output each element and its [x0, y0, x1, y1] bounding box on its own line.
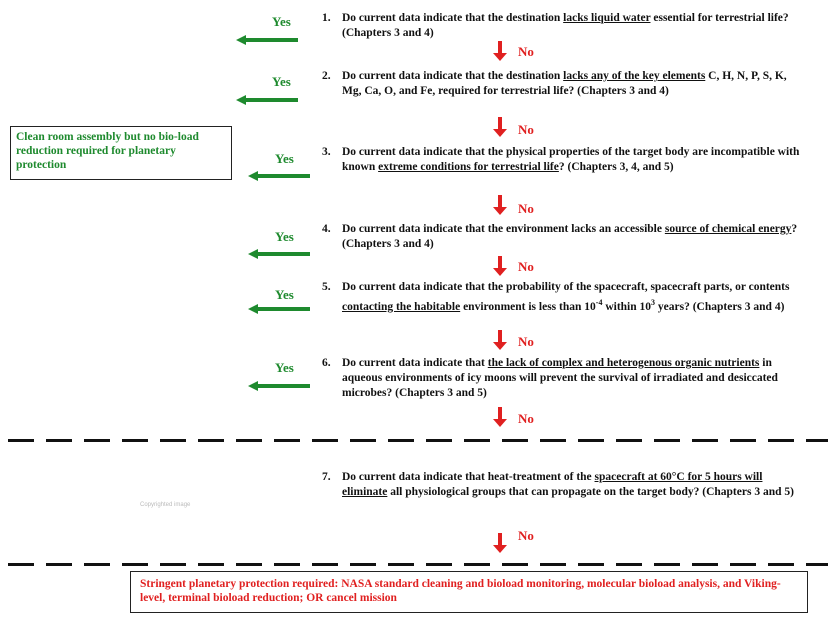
yes-label: Yes: [275, 151, 294, 166]
question-7: 7. Do current data indicate that heat-tr…: [322, 470, 807, 500]
question-3: 3. Do current data indicate that the phy…: [322, 145, 807, 175]
question-6: 6. Do current data indicate that the lac…: [322, 356, 807, 401]
dashed-divider: [8, 439, 828, 442]
left-arrow-icon: [248, 304, 310, 314]
question-text: Do current data indicate that the destin…: [342, 11, 807, 41]
no-label: No: [518, 44, 534, 59]
yes-label: Yes: [275, 360, 294, 375]
outcome-stringent-protection: Stringent planetary protection required:…: [130, 571, 808, 613]
left-arrow-icon: [248, 249, 310, 259]
question-number: 1.: [322, 12, 331, 24]
yes-label: Yes: [272, 74, 291, 89]
underlined-text: extreme conditions for terrestrial life: [378, 161, 559, 173]
no-label: No: [518, 334, 534, 349]
question-text: Do current data indicate that the destin…: [342, 69, 807, 99]
left-arrow-icon: [248, 171, 310, 181]
text-run: within 10: [602, 300, 652, 313]
underlined-text: the lack of complex and heterogenous org…: [487, 357, 760, 369]
yes-label: Yes: [275, 229, 294, 244]
question-text: Do current data indicate that the enviro…: [342, 222, 807, 252]
down-arrow-icon: [493, 256, 507, 276]
left-arrow-icon: [236, 35, 298, 45]
yes-label: Yes: [272, 14, 291, 29]
question-number: 4.: [322, 223, 331, 235]
dashed-divider: [8, 563, 828, 566]
underlined-text: lacks any of the key elements: [563, 70, 706, 82]
down-arrow-icon: [493, 407, 507, 427]
outcome-no-bioload-reduction: Clean room assembly but no bio-load redu…: [10, 126, 232, 180]
underlined-text: contacting the habitable: [342, 300, 461, 313]
text-run: Do current data indicate that: [342, 357, 488, 369]
question-number: 5.: [322, 281, 331, 293]
text-run: Do current data indicate that the probab…: [342, 281, 790, 293]
text-run: all physiological groups that can propag…: [387, 486, 794, 498]
text-run: environment is less than 10: [460, 300, 596, 313]
down-arrow-icon: [493, 533, 507, 553]
yes-label: Yes: [275, 287, 294, 302]
question-1: 1. Do current data indicate that the des…: [322, 11, 807, 41]
text-run: years? (Chapters 3 and 4): [655, 300, 785, 313]
superscript: 3: [651, 298, 656, 307]
question-text: Do current data indicate that the lack o…: [342, 356, 807, 401]
down-arrow-icon: [493, 330, 507, 350]
no-label: No: [518, 201, 534, 216]
question-number: 2.: [322, 70, 331, 82]
question-text: Do current data indicate that the probab…: [342, 280, 807, 315]
underlined-text: lacks liquid water: [563, 12, 651, 24]
left-arrow-icon: [236, 95, 298, 105]
no-label: No: [518, 122, 534, 137]
down-arrow-icon: [493, 117, 507, 137]
text-run: Do current data indicate that heat-treat…: [342, 471, 595, 483]
question-4: 4. Do current data indicate that the env…: [322, 222, 807, 252]
question-number: 3.: [322, 146, 331, 158]
question-text: Do current data indicate that heat-treat…: [342, 470, 807, 500]
text-run: Do current data indicate that the physic…: [342, 146, 800, 173]
text-run: ? (Chapters 3 and 4): [342, 223, 798, 250]
left-arrow-icon: [248, 381, 310, 391]
underlined-text: source of chemical energy: [664, 223, 792, 235]
superscript: -4: [595, 298, 603, 307]
question-number: 7.: [322, 471, 331, 483]
no-label: No: [518, 528, 534, 543]
question-number: 6.: [322, 357, 331, 369]
text-run: Do current data indicate that the destin…: [342, 70, 564, 82]
question-2: 2. Do current data indicate that the des…: [322, 69, 807, 99]
no-label: No: [518, 411, 534, 426]
text-run: ? (Chapters 3, 4, and 5): [558, 161, 674, 173]
text-run: Do current data indicate that the destin…: [342, 12, 564, 24]
text-run: C, H, N, P, S, K, Mg, Ca, O, and Fe, req…: [342, 70, 787, 97]
text-run: Do current data indicate that the enviro…: [342, 223, 665, 235]
watermark: Copyrighted image: [140, 502, 191, 508]
underlined-text: spacecraft at 60°C for 5 hours will elim…: [342, 471, 763, 498]
text-run: essential for terrestrial life? (Chapter…: [342, 12, 789, 39]
question-5: 5. Do current data indicate that the pro…: [322, 280, 807, 315]
text-run: in aqueous environments of icy moons wil…: [342, 357, 778, 399]
question-text: Do current data indicate that the physic…: [342, 145, 807, 175]
down-arrow-icon: [493, 41, 507, 61]
down-arrow-icon: [493, 195, 507, 215]
no-label: No: [518, 259, 534, 274]
